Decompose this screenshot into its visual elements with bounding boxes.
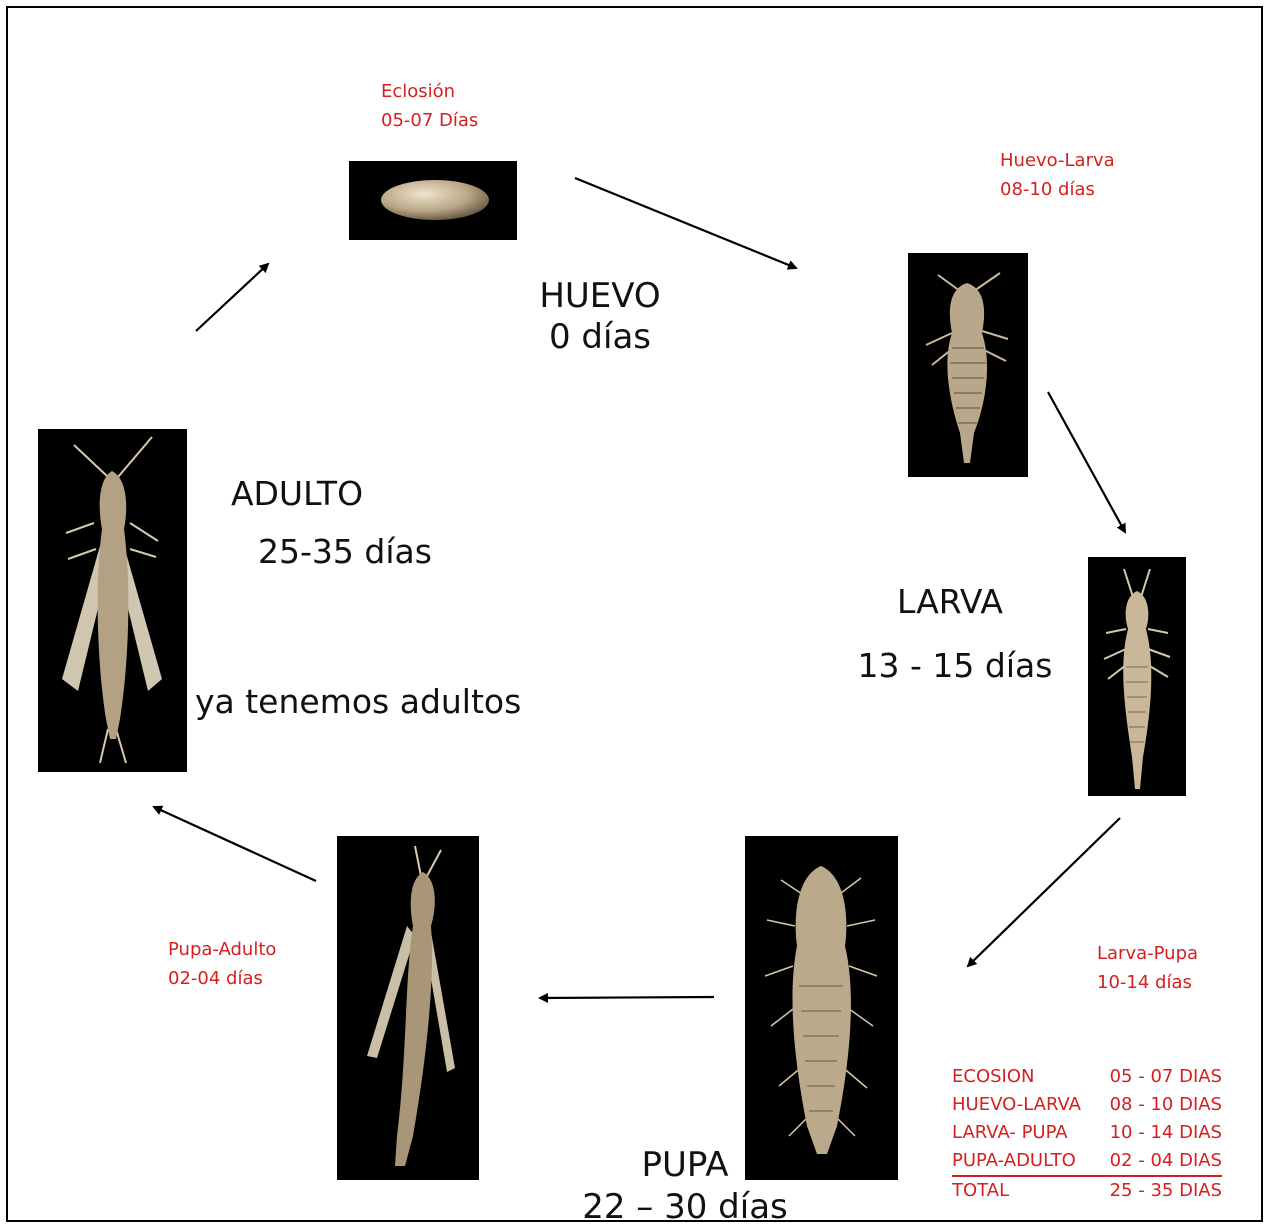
stage-larva-name: LARVA <box>850 582 1050 622</box>
stage-adulto-note: ya tenemos adultos <box>195 682 535 722</box>
stage-huevo-name: HUEVO <box>500 276 700 317</box>
stage-huevo-time: 0 días <box>500 317 700 358</box>
summary-value: 02 - 04 DIAS <box>1104 1147 1222 1175</box>
summary-total-value: 25 - 35 DIAS <box>1104 1177 1222 1205</box>
summary-total-label: TOTAL <box>952 1177 1104 1205</box>
arrow-pupa-to-pupaadult <box>540 997 714 998</box>
duration-summary-table: ECOSION 05 - 07 DIAS HUEVO-LARVA 08 - 10… <box>952 1063 1222 1205</box>
summary-label: PUPA-ADULTO <box>952 1147 1104 1175</box>
summary-label: HUEVO-LARVA <box>952 1091 1104 1119</box>
transition-pupa-adulto: Pupa-Adulto 02-04 días <box>168 935 276 993</box>
summary-value: 05 - 07 DIAS <box>1104 1063 1222 1091</box>
transition-huevo-larva-time: 08-10 días <box>1000 175 1115 204</box>
arrow-pupaadult-to-adult <box>154 807 316 881</box>
transition-eclosion-name: Eclosión <box>381 77 478 106</box>
stage-larva-time: 13 - 15 días <box>830 646 1080 686</box>
transition-larva-pupa: Larva-Pupa 10-14 días <box>1097 939 1198 997</box>
transition-larva-pupa-time: 10-14 días <box>1097 968 1198 997</box>
transition-larva-pupa-name: Larva-Pupa <box>1097 939 1198 968</box>
summary-row: ECOSION 05 - 07 DIAS <box>952 1063 1222 1091</box>
stage-pupa: PUPA 22 – 30 días <box>550 1144 820 1228</box>
arrow-egg-to-larva <box>575 178 796 268</box>
transition-eclosion-time: 05-07 Días <box>381 106 478 135</box>
summary-value: 08 - 10 DIAS <box>1104 1091 1222 1119</box>
transition-eclosion: Eclosión 05-07 Días <box>381 77 478 135</box>
summary-row: HUEVO-LARVA 08 - 10 DIAS <box>952 1091 1222 1119</box>
stage-adulto-time: 25-35 días <box>230 532 460 572</box>
transition-huevo-larva-name: Huevo-Larva <box>1000 146 1115 175</box>
summary-total-row: TOTAL 25 - 35 DIAS <box>952 1177 1222 1205</box>
summary-value: 10 - 14 DIAS <box>1104 1119 1222 1147</box>
summary-row: LARVA- PUPA 10 - 14 DIAS <box>952 1119 1222 1147</box>
stage-pupa-time: 22 – 30 días <box>550 1186 820 1228</box>
summary-row: PUPA-ADULTO 02 - 04 DIAS <box>952 1147 1222 1175</box>
transition-pupa-adulto-time: 02-04 días <box>168 964 276 993</box>
arrow-larva-to-larva2 <box>1048 392 1125 532</box>
arrow-adult-to-egg <box>196 264 268 331</box>
transition-pupa-adulto-name: Pupa-Adulto <box>168 935 276 964</box>
stage-huevo: HUEVO 0 días <box>500 276 700 358</box>
stage-adulto-name: ADULTO <box>212 474 382 514</box>
summary-label: ECOSION <box>952 1063 1104 1091</box>
summary-label: LARVA- PUPA <box>952 1119 1104 1147</box>
stage-pupa-name: PUPA <box>550 1144 820 1186</box>
transition-huevo-larva: Huevo-Larva 08-10 días <box>1000 146 1115 204</box>
